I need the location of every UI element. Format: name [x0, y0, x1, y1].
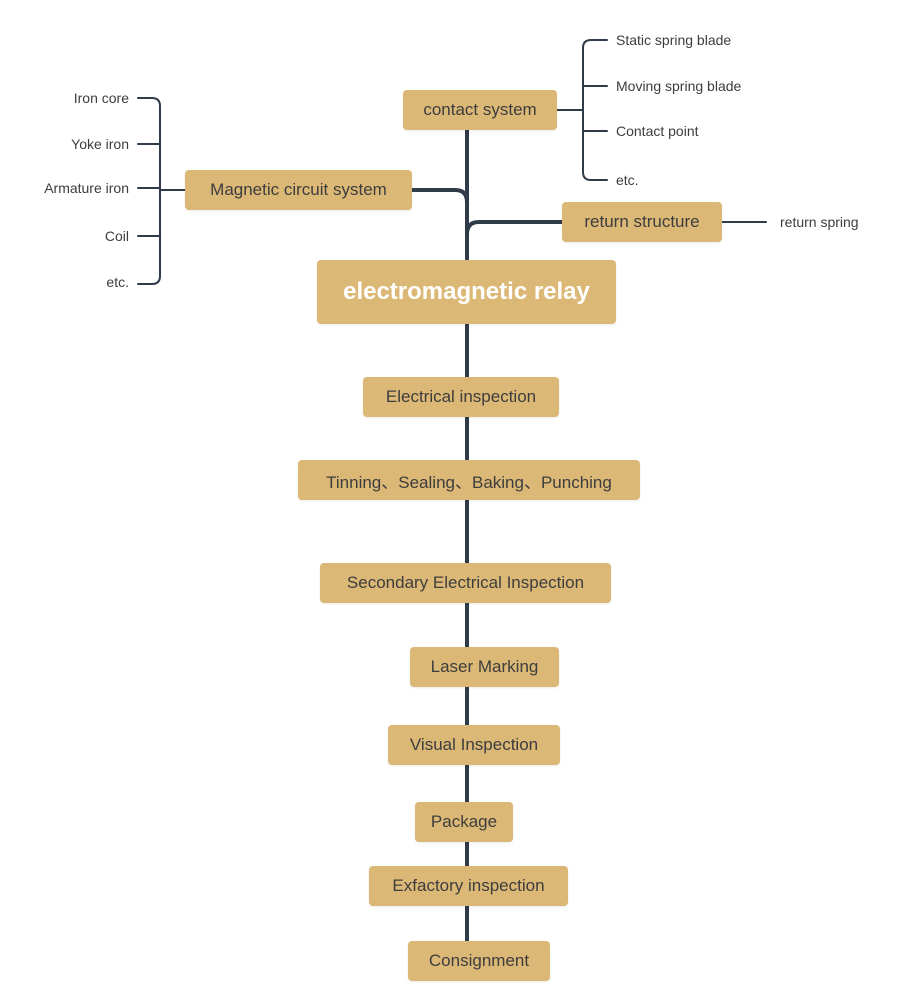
step-visual-inspection: Visual Inspection — [388, 725, 560, 765]
contact-item-moving-spring-blade: Moving spring blade — [616, 78, 742, 94]
contact-item-static-spring-blade: Static spring blade — [616, 32, 732, 48]
contact-system-label: contact system — [423, 100, 537, 119]
magnetic-bracket-ticks — [137, 143, 161, 237]
step-label: Visual Inspection — [409, 735, 539, 754]
root-label: electromagnetic relay — [343, 278, 590, 305]
contact-bracket-ticks — [582, 85, 608, 132]
step-laser-marking: Laser Marking — [410, 647, 559, 687]
contact-system-node: contact system — [403, 90, 557, 130]
magnetic-branch-line — [410, 188, 469, 262]
return-structure-label: return structure — [584, 212, 700, 231]
step-label: Electrical inspection — [385, 387, 537, 406]
contact-item-etc: etc. — [616, 172, 639, 188]
step-label: Laser Marking — [430, 657, 539, 676]
root-node: electromagnetic relay — [317, 260, 616, 324]
magnetic-item-etc: etc. — [106, 274, 129, 290]
magnetic-item-iron-core: Iron core — [73, 90, 129, 106]
step-electrical-inspection: Electrical inspection — [363, 377, 559, 417]
contact-item-contact-point: Contact point — [616, 123, 699, 139]
step-label: Package — [430, 812, 498, 831]
step-consignment: Consignment — [408, 941, 550, 981]
magnetic-circuit-node: Magnetic circuit system — [185, 170, 412, 210]
step-tinning-sealing-baking-punching: Tinning、Sealing、Baking、Punching — [298, 460, 640, 500]
step-package: Package — [415, 802, 513, 842]
step-label: Consignment — [428, 951, 530, 970]
magnetic-item-coil: Coil — [104, 228, 129, 244]
step-label: Tinning、Sealing、Baking、Punching — [326, 472, 612, 492]
magnetic-circuit-label: Magnetic circuit system — [210, 180, 387, 199]
step-label: Secondary Electrical Inspection — [346, 573, 585, 592]
magnetic-item-yoke-iron: Yoke iron — [71, 136, 129, 152]
magnetic-bracket-vertical — [137, 97, 161, 285]
step-exfactory-inspection: Exfactory inspection — [369, 866, 568, 906]
return-branch-line — [465, 220, 564, 236]
contact-bracket-vertical — [582, 39, 608, 181]
return-item-return-spring: return spring — [780, 214, 859, 230]
step-secondary-electrical-inspection: Secondary Electrical Inspection — [320, 563, 611, 603]
step-label: Exfactory inspection — [392, 876, 545, 895]
magnetic-item-armature-iron: Armature iron — [44, 180, 129, 196]
return-structure-node: return structure — [562, 202, 722, 242]
